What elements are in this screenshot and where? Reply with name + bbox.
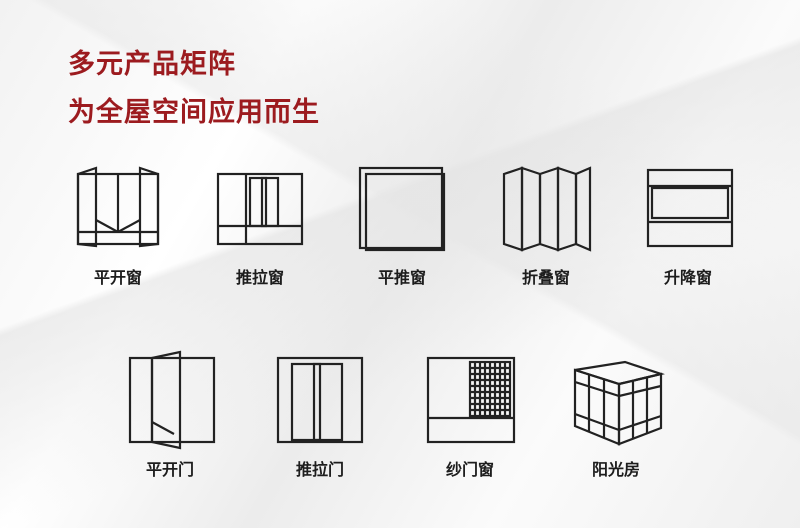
product-label: 折叠窗 <box>521 268 570 287</box>
casement-door-icon <box>128 350 216 450</box>
product-casement-window: 平开窗 <box>48 160 188 288</box>
screen-window-icon <box>426 356 516 444</box>
lift-window-icon <box>646 168 734 248</box>
parallel-window-icon <box>358 166 446 252</box>
product-label: 推拉门 <box>295 460 344 479</box>
product-lift-window: 升降窗 <box>618 160 758 288</box>
product-casement-door: 平开门 <box>100 350 240 480</box>
product-sliding-door: 推拉门 <box>250 352 390 480</box>
headline-line-2: 为全屋空间应用而生 <box>68 97 320 128</box>
sunroom-icon <box>573 360 666 446</box>
product-label: 平开窗 <box>93 268 142 287</box>
product-label: 阳光房 <box>591 460 640 479</box>
product-label: 纱门窗 <box>445 460 494 479</box>
sliding-door-icon <box>276 356 364 444</box>
sliding-window-icon <box>216 172 304 246</box>
product-sliding-window: 推拉窗 <box>190 160 330 288</box>
product-screen-window: 纱门窗 <box>400 352 540 480</box>
product-sunroom: 阳光房 <box>546 352 686 480</box>
product-label: 平推窗 <box>377 268 426 287</box>
product-label: 升降窗 <box>663 268 712 287</box>
folding-window-icon <box>502 166 592 252</box>
product-parallel-window: 平推窗 <box>332 160 472 288</box>
headline-line-1: 多元产品矩阵 <box>68 49 236 80</box>
product-label: 推拉窗 <box>235 268 284 287</box>
product-label: 平开门 <box>145 460 194 479</box>
product-folding-window: 折叠窗 <box>476 160 616 288</box>
casement-window-icon <box>76 166 160 248</box>
